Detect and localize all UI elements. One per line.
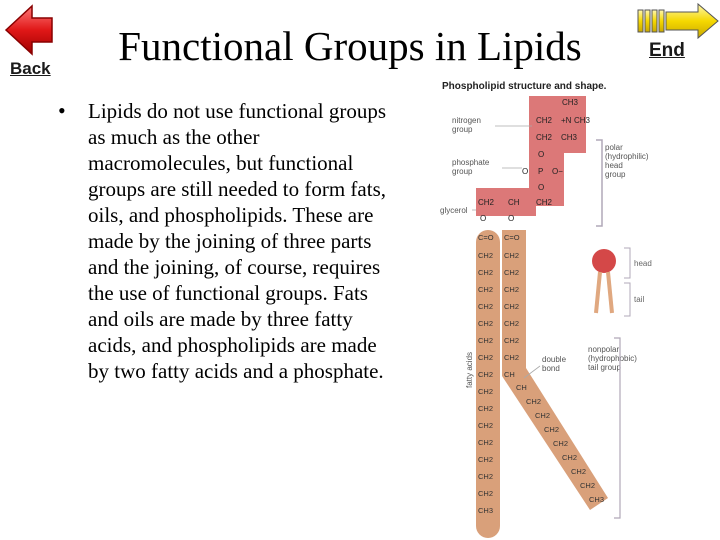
chain-bent-unit: CH2 bbox=[526, 397, 541, 406]
tail-leg-left bbox=[594, 271, 602, 314]
chain-right-unit: CH2 bbox=[504, 302, 519, 311]
chain-left-unit: CH2 bbox=[478, 353, 493, 362]
chain-left-unit: CH2 bbox=[478, 302, 493, 311]
back-button[interactable]: Back bbox=[2, 2, 56, 78]
label-phosphate-2: group bbox=[452, 167, 473, 176]
tail-icon-bracket bbox=[624, 282, 631, 317]
fatty-acid-tail-left bbox=[476, 230, 500, 538]
formula-ch2-n2: CH2 bbox=[536, 133, 553, 142]
left-arrow-icon bbox=[4, 4, 53, 56]
formula-p: P bbox=[538, 167, 543, 176]
chain-left-unit: CH2 bbox=[478, 336, 493, 345]
label-nitrogen-2: group bbox=[452, 125, 473, 134]
chain-left-unit: CH2 bbox=[478, 455, 493, 464]
chain-left-unit: CH3 bbox=[478, 506, 493, 515]
chain-left-unit: CH2 bbox=[478, 319, 493, 328]
chain-right-unit: CH2 bbox=[504, 336, 519, 345]
end-button[interactable]: End bbox=[634, 2, 720, 68]
chain-right-ch-2: CH bbox=[516, 383, 527, 392]
chain-bent-unit: CH2 bbox=[535, 411, 550, 420]
chain-left-unit: CH2 bbox=[478, 489, 493, 498]
formula-o-ester-right: O bbox=[508, 214, 514, 223]
back-label: Back bbox=[10, 59, 51, 78]
formula-o-minus: O− bbox=[552, 167, 563, 176]
phospholipid-diagram: Phospholipid structure and shape. CH3 CH… bbox=[440, 81, 652, 538]
label-head: head bbox=[634, 259, 652, 268]
chain-right-unit: CH2 bbox=[504, 285, 519, 294]
formula-o-dbl: O bbox=[522, 167, 528, 176]
chain-right-unit: CH2 bbox=[504, 353, 519, 362]
bullet-marker: • bbox=[58, 98, 66, 123]
label-nonpolar-3: tail group bbox=[588, 363, 621, 372]
label-glycerol: glycerol bbox=[440, 206, 468, 215]
formula-ch3-top: CH3 bbox=[562, 98, 579, 107]
formula-ch3-right: CH3 bbox=[574, 116, 591, 125]
label-tail: tail bbox=[634, 295, 644, 304]
chain-left-unit: CH2 bbox=[478, 268, 493, 277]
end-label: End bbox=[649, 40, 685, 61]
chain-bent-unit: CH2 bbox=[553, 439, 568, 448]
chain-left-unit: CH2 bbox=[478, 387, 493, 396]
chain-right-ch-1: CH bbox=[504, 370, 515, 379]
fatty-acid-tail-right bbox=[502, 230, 608, 510]
formula-ch-gly: CH bbox=[508, 198, 520, 207]
slide-title: Functional Groups in Lipids bbox=[118, 23, 582, 69]
chain-left-unit: CH2 bbox=[478, 421, 493, 430]
formula-ch2-gly-left: CH2 bbox=[478, 198, 495, 207]
chain-bent-unit: CH2 bbox=[562, 453, 577, 462]
formula-o-2: O bbox=[538, 183, 544, 192]
chain-left-carbonyl: C=O bbox=[478, 233, 494, 242]
chain-left-unit: CH2 bbox=[478, 285, 493, 294]
right-arrow-icon bbox=[637, 2, 719, 40]
label-nonpolar-2: (hydrophobic) bbox=[588, 354, 637, 363]
label-polar-4: group bbox=[605, 170, 626, 179]
tail-leg-right bbox=[606, 271, 614, 314]
formula-ch2-gly: CH2 bbox=[536, 198, 553, 207]
label-nonpolar-1: nonpolar bbox=[588, 345, 619, 354]
chain-bent-unit: CH2 bbox=[580, 481, 595, 490]
head-ball-icon bbox=[592, 249, 616, 273]
label-double-bond-2: bond bbox=[542, 364, 560, 373]
chain-left-unit: CH2 bbox=[478, 438, 493, 447]
chain-bent-unit: CH2 bbox=[571, 467, 586, 476]
chain-left-unit: CH2 bbox=[478, 370, 493, 379]
chain-right-unit: CH2 bbox=[504, 319, 519, 328]
label-fatty-acids: fatty acids bbox=[465, 352, 474, 388]
label-polar-3: head bbox=[605, 161, 623, 170]
chain-right-unit: CH2 bbox=[504, 268, 519, 277]
chain-left-unit: CH2 bbox=[478, 472, 493, 481]
chain-right-carbonyl: C=O bbox=[504, 233, 520, 242]
formula-n-plus: +N bbox=[561, 116, 572, 125]
polar-head-shape bbox=[476, 96, 586, 216]
chain-bent-unit: CH3 bbox=[589, 495, 604, 504]
head-bracket bbox=[596, 139, 603, 227]
formula-ch3-mid: CH3 bbox=[561, 133, 578, 142]
diagram-title: Phospholipid structure and shape. bbox=[442, 81, 607, 92]
chain-left-unit: CH2 bbox=[478, 404, 493, 413]
label-double-bond-1: double bbox=[542, 355, 567, 364]
label-polar-1: polar bbox=[605, 143, 623, 152]
formula-o-1: O bbox=[538, 150, 544, 159]
head-icon-bracket bbox=[624, 247, 631, 279]
chain-right-unit: CH2 bbox=[504, 251, 519, 260]
chain-left-unit: CH2 bbox=[478, 251, 493, 260]
formula-o-ester-left: O bbox=[480, 214, 486, 223]
label-polar-2: (hydrophilic) bbox=[605, 152, 649, 161]
tail-bracket bbox=[614, 337, 621, 519]
label-nitrogen-1: nitrogen bbox=[452, 116, 481, 125]
formula-ch2-n1: CH2 bbox=[536, 116, 553, 125]
chain-bent-unit: CH2 bbox=[544, 425, 559, 434]
bullet-text: Lipids do not use functional groups as m… bbox=[88, 99, 387, 383]
label-phosphate-1: phosphate bbox=[452, 158, 490, 167]
